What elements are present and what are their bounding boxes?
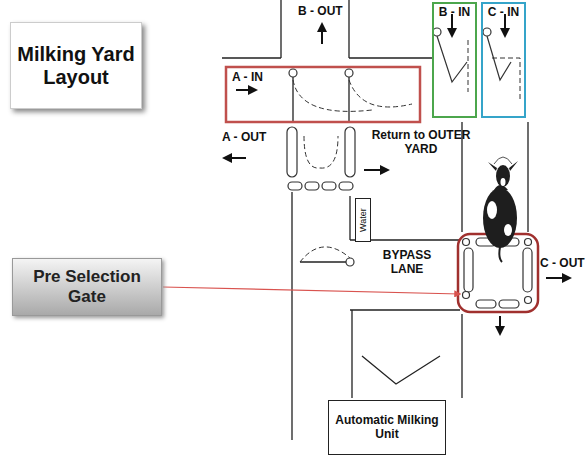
- drawing-part: [464, 248, 473, 292]
- drawing-part: [345, 127, 355, 177]
- drawing-part: [322, 182, 336, 190]
- gate-arcs: [293, 40, 520, 262]
- drawing-part: [305, 182, 319, 190]
- yard-label: A - OUT: [222, 130, 282, 144]
- drawing-part: [492, 58, 520, 100]
- yard-label: Return to OUTER YARD: [356, 128, 486, 156]
- yard-label: BYPASS LANE: [370, 248, 444, 276]
- drawing-part: [236, 89, 256, 91]
- drawing-part: [487, 201, 497, 219]
- drawing-part: [546, 277, 570, 279]
- lane-entry: B - IN: [432, 2, 477, 118]
- drawing-part: [523, 248, 532, 292]
- drawing-part: [287, 127, 297, 177]
- drawing-part: [468, 40, 469, 92]
- water-trough: Water: [355, 198, 371, 242]
- drawing-part: [504, 224, 512, 236]
- drawing-part: [488, 161, 518, 171]
- drawing-part: [304, 136, 338, 168]
- drawing-part: [321, 24, 323, 44]
- drawing-part: [362, 356, 440, 384]
- drawing-part: [349, 80, 412, 107]
- node-text: Automatic Milking Unit: [335, 414, 439, 442]
- lane-outlines: [226, 67, 538, 312]
- drawing-part: [487, 36, 511, 80]
- drawing-part: [499, 300, 519, 308]
- drawing-part: [499, 316, 501, 334]
- drawing-part: [293, 80, 372, 111]
- drawing-part: [364, 169, 388, 171]
- drawing-part: [463, 292, 470, 299]
- drawing-part: [525, 297, 532, 304]
- label-box: Pre Selection Gate: [12, 258, 162, 316]
- yard-label: B - OUT: [298, 4, 358, 18]
- drawing-part: [483, 28, 491, 36]
- node-text: B - IN: [436, 6, 473, 20]
- drawing-part: [289, 69, 297, 77]
- yard-label: C - OUT: [540, 256, 586, 270]
- label-box: Automatic Milking Unit: [328, 400, 446, 455]
- drawing-part: [339, 182, 353, 190]
- yard-walls: [222, 0, 528, 440]
- lane-entry: C - IN: [481, 2, 526, 118]
- drawing-part: [433, 28, 441, 36]
- label-box: Milking Yard Layout: [10, 22, 142, 109]
- drawing-part: [346, 258, 354, 266]
- drawing-part: [483, 188, 517, 248]
- node-text: A - IN: [232, 71, 420, 85]
- drawing-part: [300, 247, 350, 262]
- drawing-part: [463, 239, 470, 246]
- node-text: C - IN: [485, 6, 522, 20]
- drawing-part: [476, 300, 496, 308]
- node-text: Pre Selection Gate: [19, 267, 155, 306]
- node-text: Water: [358, 208, 368, 232]
- cow-figure: [483, 157, 518, 262]
- drawing-part: [501, 178, 506, 186]
- leader-line: [163, 287, 460, 294]
- flow-arrows: [224, 14, 570, 334]
- drawing-part: [300, 261, 346, 262]
- drawing-part: [462, 122, 528, 232]
- drawing-part: [494, 157, 512, 164]
- drawing-part: [499, 247, 502, 262]
- lane-entry: A - IN: [226, 67, 426, 122]
- drawing-part: [345, 69, 353, 77]
- drawing-part: [226, 67, 420, 122]
- drawing-part: [224, 157, 246, 159]
- drawing-part: [437, 36, 467, 82]
- drawing-part: [288, 182, 302, 190]
- drawing-part: [525, 239, 532, 246]
- drawing-part: [163, 287, 460, 294]
- gate-posts: [287, 28, 532, 308]
- drawing-part: [496, 165, 510, 187]
- drawing-part: [293, 77, 349, 122]
- node-text: Milking Yard Layout: [17, 43, 135, 89]
- drawing-part: [222, 0, 432, 58]
- swing-gates: [437, 36, 511, 82]
